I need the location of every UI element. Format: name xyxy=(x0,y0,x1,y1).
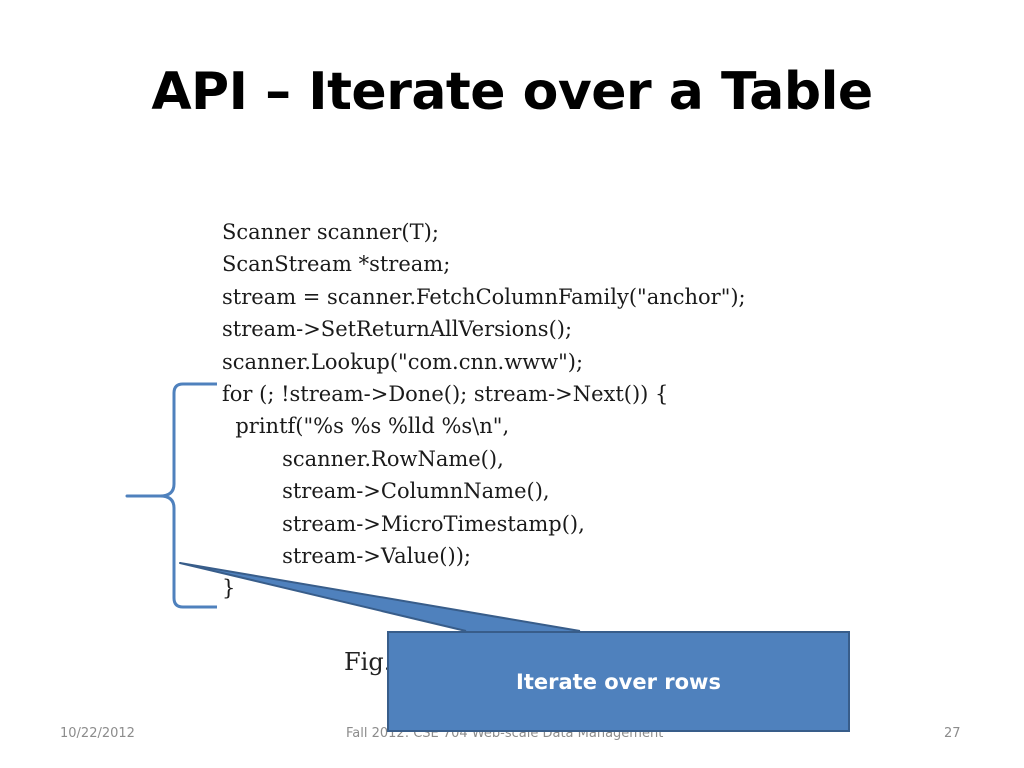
code-line: for (; !stream->Done(); stream->Next()) … xyxy=(222,381,669,406)
figure-caption: Fig. xyxy=(344,648,392,676)
code-line: stream->MicroTimestamp(), xyxy=(222,511,585,536)
code-line: stream->Value()); xyxy=(222,543,471,568)
code-line: scanner.Lookup("com.cnn.www"); xyxy=(222,349,584,374)
code-line: ScanStream *stream; xyxy=(222,252,451,277)
footer-date: 10/22/2012 xyxy=(60,726,135,741)
code-line: stream->SetReturnAllVersions(); xyxy=(222,317,573,342)
callout-text: Iterate over rows xyxy=(516,669,721,694)
code-line: Scanner scanner(T); xyxy=(222,220,439,244)
code-line: stream->ColumnName(), xyxy=(222,479,550,504)
code-line: } xyxy=(222,576,236,601)
code-line: stream = scanner.FetchColumnFamily("anch… xyxy=(222,284,746,309)
slide-title: API – Iterate over a Table xyxy=(151,62,873,122)
callout-box: Iterate over rows xyxy=(387,631,850,732)
code-line: scanner.RowName(), xyxy=(222,446,504,471)
code-line: printf("%s %s %lld %s\n", xyxy=(222,414,510,439)
code-block: Scanner scanner(T); ScanStream *stream; st… xyxy=(222,216,746,605)
curly-brace-icon xyxy=(125,382,217,609)
footer-page-number: 27 xyxy=(944,726,961,741)
